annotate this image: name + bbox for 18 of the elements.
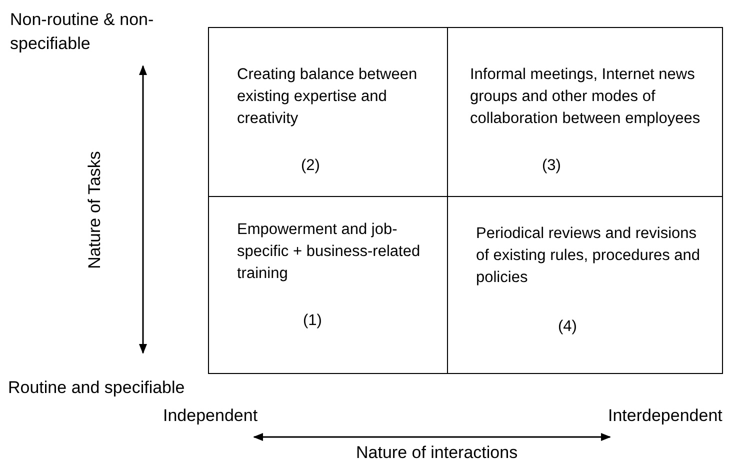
matrix-cell (208, 196, 449, 374)
cell-text: Informal meetings, Internet news groups and other modes of collaboration between employees (470, 65, 702, 129)
axis-end-label: Non-routine & non-specifiable (10, 9, 155, 55)
matrix-cell (447, 196, 723, 374)
quadrant-number: (4) (558, 317, 577, 337)
quadrant-number: (2) (301, 156, 320, 176)
cell-text: Empowerment and job-specific + business-related training (237, 220, 422, 284)
quadrant-number: (3) (542, 156, 561, 176)
axis-title: Nature of Tasks (84, 151, 105, 269)
axis-end-label: Interdependent (608, 405, 722, 427)
axis-end-label: Routine and specifiable (8, 377, 185, 399)
axis-end-label: Independent (163, 405, 258, 427)
cell-text: Creating balance between existing expertise and creativity (237, 65, 418, 129)
matrix-cell (447, 27, 723, 198)
quadrant-number: (1) (303, 311, 322, 331)
matrix-cell (208, 27, 449, 198)
cell-text: Periodical reviews and revisions of existing rules, procedures and policies (476, 224, 702, 288)
axis-title: Nature of interactions (356, 442, 518, 461)
